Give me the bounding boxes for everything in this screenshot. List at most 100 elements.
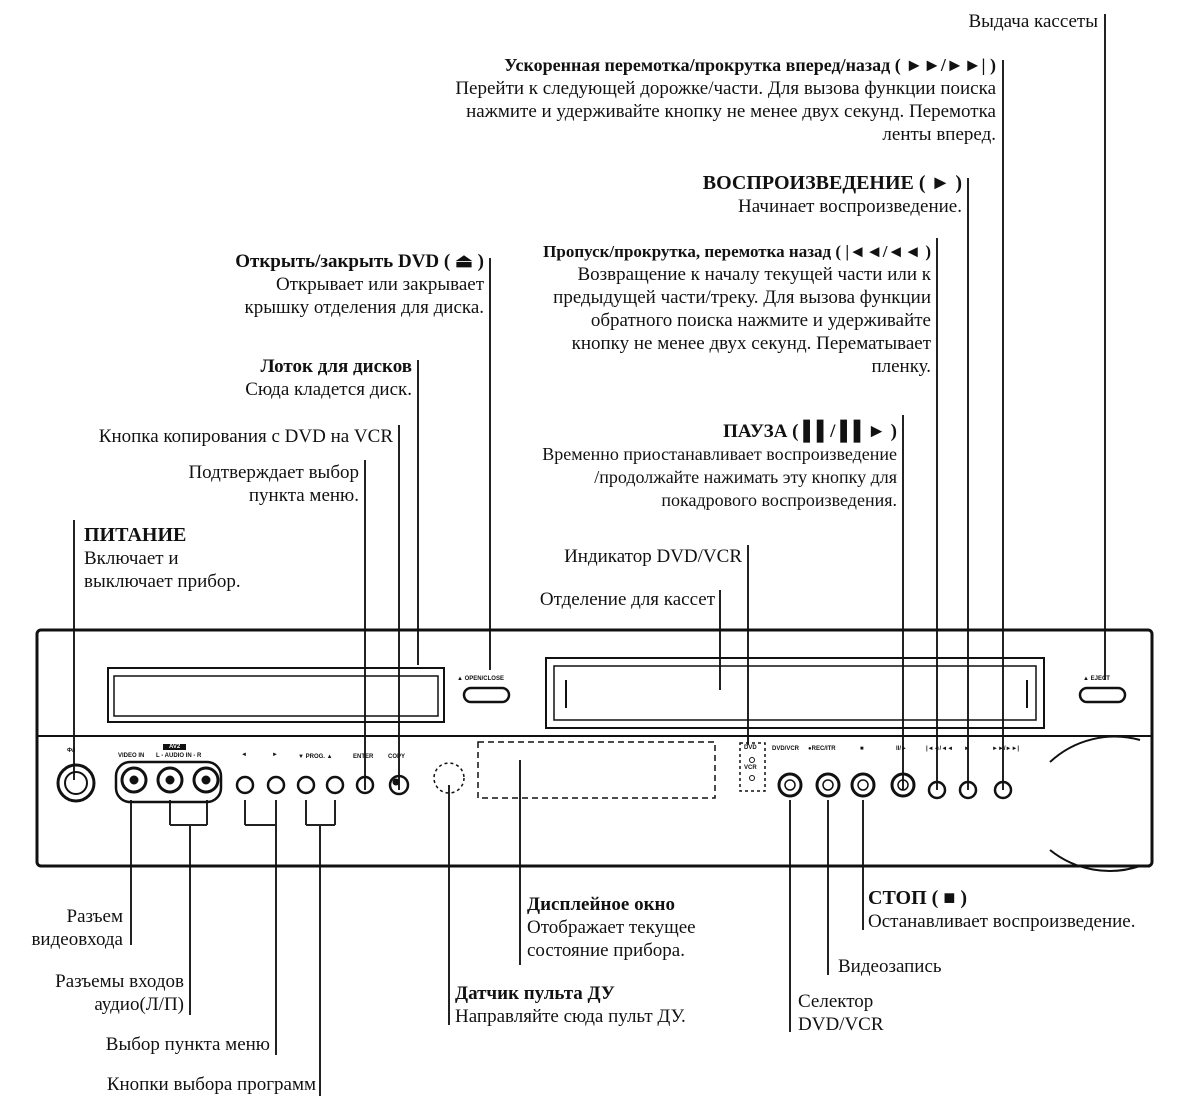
remote-sensor <box>433 762 465 794</box>
label-display-line1: Отображает текущее <box>527 917 696 938</box>
label-eject: Выдача кассеты <box>969 10 1099 33</box>
label-power-line2: выключает прибор. <box>84 571 241 592</box>
label-cassette: Отделение для кассет <box>540 588 715 611</box>
label-audio-in-line2: аудио(Л/П) <box>94 994 184 1015</box>
label-play: ВОСПРОИЗВЕДЕНИЕ ( ► ) Начинает воспроизв… <box>703 172 962 218</box>
label-skip-back: Пропуск/прокрутка, перемотка назад ( |◄◄… <box>543 240 931 378</box>
panel-dvdvcr-text: DVD/VCR <box>772 746 800 752</box>
label-enter-line1: Подтверждает выбор <box>188 462 359 483</box>
label-skip-back-line4: кнопку не менее двух секунд. Перематывае… <box>571 333 931 354</box>
label-stop-line1: Останавливает воспроизведение. <box>868 911 1136 932</box>
leader-lines <box>73 14 1106 1096</box>
skip-back-button <box>927 780 947 800</box>
label-tray: Лоток для дисков Сюда кладется диск. <box>245 355 412 401</box>
panel-rew-text: |◄◄/◄◄ <box>926 746 954 752</box>
label-power-line1: Включает и <box>84 548 179 569</box>
label-pause: ПАУЗА ( ▌▌/ ▌▌► ) Временно приостанавлив… <box>542 420 897 512</box>
label-eject-title: Выдача кассеты <box>968 11 1099 32</box>
label-tray-title: Лоток для дисков <box>260 356 413 377</box>
label-display-line2: состояние прибора. <box>527 940 685 961</box>
label-skip-back-line1: Возвращение к началу текущей части или к <box>577 264 932 285</box>
label-open-close: Открыть/закрыть DVD ( ⏏ ) Открывает или … <box>235 250 484 319</box>
panel-open-close-text: ▲ OPEN/CLOSE <box>457 676 504 682</box>
label-menu-sel-title: Выбор пункта меню <box>105 1034 270 1055</box>
label-selector: Селектор DVD/VCR <box>798 990 884 1036</box>
label-copy-title: Кнопка копирования с DVD на VCR <box>98 426 393 447</box>
open-close-button <box>462 686 511 704</box>
play-button <box>958 780 978 800</box>
label-video-in: Разъем видеовхода <box>31 905 123 951</box>
label-record-title: Видеозапись <box>838 956 942 977</box>
panel-enter-text: ENTER <box>353 754 374 760</box>
label-indicator-title: Индикатор DVD/VCR <box>564 546 742 567</box>
prog-up-button <box>325 775 345 795</box>
panel-stop-text: ■ <box>860 746 864 752</box>
copy-button <box>388 774 410 796</box>
label-open-close-line2: крышку отделения для диска. <box>244 297 484 318</box>
label-remote-line1: Направляйте сюда пульт ДУ. <box>455 1006 686 1027</box>
label-prog: Кнопки выбора программ <box>107 1073 316 1096</box>
label-enter-line2: пункта меню. <box>248 485 359 506</box>
label-tray-line1: Сюда кладется диск. <box>245 379 412 400</box>
record-button <box>815 772 841 798</box>
label-play-line1: Начинает воспроизведение. <box>738 196 962 217</box>
panel-vcr-text: VCR <box>744 765 757 771</box>
pause-button <box>890 772 916 798</box>
label-display: Дисплейное окно Отображает текущее состо… <box>527 893 696 962</box>
label-skip-back-line5: пленку. <box>871 356 931 377</box>
panel-right-text: ► <box>272 752 278 758</box>
audio-in-r-jack <box>192 766 220 794</box>
panel-left-text: ◄ <box>241 752 247 758</box>
panel-video-in-text: VIDEO IN <box>118 753 145 759</box>
label-display-title: Дисплейное окно <box>527 894 675 915</box>
label-ffwd-title: Ускоренная перемотка/прокрутка вперед/на… <box>504 55 996 75</box>
label-selector-line1: Селектор <box>798 991 874 1012</box>
label-skip-back-line3: обратного поиска нажмите и удерживайте <box>590 310 931 331</box>
cassette-slot <box>545 657 1045 729</box>
panel-play-text: ► <box>964 746 970 752</box>
label-audio-in-line1: Разъемы входов <box>55 971 184 992</box>
panel-copy-text: COPY <box>388 754 406 760</box>
label-prog-title: Кнопки выбора программ <box>106 1074 316 1095</box>
panel-rec-text: ●REC/ITR <box>808 746 836 752</box>
panel-audio-in-text: L - AUDIO IN - R <box>156 753 202 759</box>
label-indicator: Индикатор DVD/VCR <box>564 545 742 568</box>
av-input-frame <box>114 760 223 804</box>
audio-in-l-jack <box>156 766 184 794</box>
label-record: Видеозапись <box>838 955 942 978</box>
panel-prog-text: ▼ PROG. ▲ <box>298 754 333 760</box>
panel-pause-text: II/► <box>896 746 907 752</box>
dvd-vcr-selector-button <box>777 772 803 798</box>
prog-down-button <box>296 775 316 795</box>
label-stop: СТОП ( ■ ) Останавливает воспроизведение… <box>868 887 1135 933</box>
eject-button <box>1078 686 1127 704</box>
label-skip-back-line2: предыдущей части/треку. Для вызова функц… <box>553 287 931 308</box>
panel-power-text: Ф/I <box>67 748 76 754</box>
power-button <box>56 763 96 803</box>
label-menu-sel: Выбор пункта меню <box>106 1033 270 1056</box>
label-power-title: ПИТАНИЕ <box>84 524 187 546</box>
panel-ffwd-text: ►►/►►| <box>992 746 1020 752</box>
label-ffwd-line3: ленты вперед. <box>882 124 996 145</box>
panel-av-text: AV2 <box>163 744 187 750</box>
label-stop-title: СТОП ( ■ ) <box>868 887 968 909</box>
video-in-jack <box>120 766 148 794</box>
label-enter: Подтверждает выбор пункта меню. <box>188 461 359 507</box>
label-open-close-title: Открыть/закрыть DVD ( ⏏ ) <box>235 251 484 272</box>
label-remote-title: Датчик пульта ДУ <box>455 983 615 1004</box>
panel-eject-text: ▲ EJECT <box>1083 676 1110 682</box>
label-pause-line3: покадрового воспроизведения. <box>661 490 897 510</box>
menu-left-button <box>235 775 255 795</box>
label-cassette-title: Отделение для кассет <box>539 589 715 610</box>
label-power: ПИТАНИЕ Включает и выключает прибор. <box>84 524 241 593</box>
label-pause-line2: /продолжайте нажимать эту кнопку для <box>594 467 897 487</box>
label-audio-in: Разъемы входов аудио(Л/П) <box>55 970 184 1016</box>
panel-dvd-text: DVD <box>744 745 757 751</box>
ffwd-button <box>993 780 1013 800</box>
label-ffwd-line1: Перейти к следующей дорожке/части. Для в… <box>455 78 996 99</box>
label-pause-title: ПАУЗА ( ▌▌/ ▌▌► ) <box>723 421 897 442</box>
label-open-close-line1: Открывает или закрывает <box>275 274 484 295</box>
label-skip-back-title: Пропуск/прокрутка, перемотка назад ( |◄◄… <box>543 242 931 261</box>
label-video-in-line1: Разъем <box>66 906 123 927</box>
